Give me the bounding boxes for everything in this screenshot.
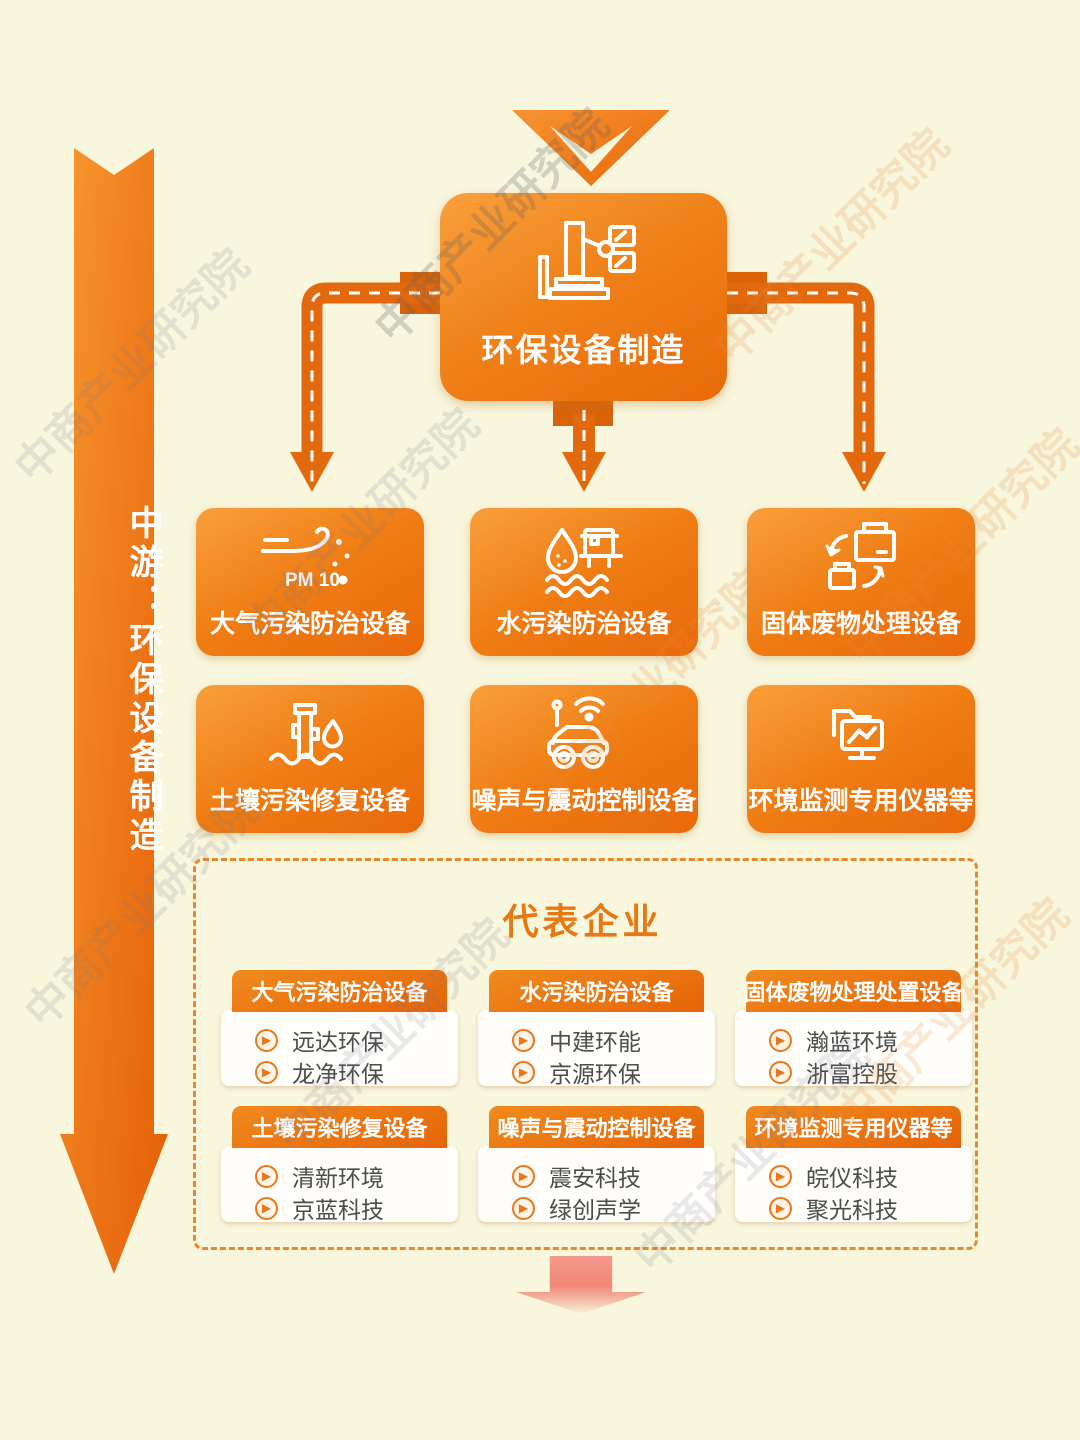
midstream-ribbon-label: 中游：环保设备制造 xyxy=(124,505,162,856)
solid-waste-icon xyxy=(825,522,896,590)
arrow-bullet-icon: ▶ xyxy=(512,1060,535,1084)
svg-text:PM 10: PM 10 xyxy=(285,570,340,591)
list-item: ▶ 龙净环保 xyxy=(255,1056,455,1088)
category-label: 大气污染防治设备 xyxy=(209,610,410,638)
category-label: 土壤污染修复设备 xyxy=(209,787,410,815)
list-item: ▶ 浙富控股 xyxy=(769,1056,969,1088)
wind-pm10-icon: PM 10 xyxy=(261,526,350,591)
arrow-bullet-icon: ▶ xyxy=(255,1060,278,1084)
category-label: 噪声与震动控制设备 xyxy=(471,787,697,815)
list-item: ▶ 京源环保 xyxy=(512,1056,712,1088)
arrow-bullet-icon: ▶ xyxy=(512,1196,535,1220)
company-name: 清新环境 xyxy=(292,1165,384,1191)
arrow-bullet-icon: ▶ xyxy=(255,1028,278,1052)
rep-card-monitoring: 环境监测专用仪器等 ▶ 皖仪科技 ▶ 聚光科技 xyxy=(735,1106,972,1224)
company-name: 震安科技 xyxy=(549,1165,641,1191)
arrow-bullet-icon: ▶ xyxy=(255,1164,278,1188)
rep-card-header: 固体废物处理处置设备 xyxy=(744,970,964,1012)
rep-card-header: 大气污染防治设备 xyxy=(232,970,447,1012)
company-list: ▶ 清新环境 ▶ 京蓝科技 xyxy=(221,1148,455,1224)
company-list: ▶ 皖仪科技 ▶ 聚光科技 xyxy=(735,1148,969,1224)
chevron-down-icon xyxy=(512,110,670,186)
category-box-noise-vibration: 噪声与震动控制设备 xyxy=(470,685,698,833)
category-box-solid-waste: 固体废物处理设备 xyxy=(747,508,975,656)
category-box-monitoring: 环境监测专用仪器等 xyxy=(747,685,975,833)
rep-card-noise: 噪声与震动控制设备 ▶ 震安科技 ▶ 绿创声学 xyxy=(478,1106,715,1224)
list-item: ▶ 中建环能 xyxy=(512,1024,712,1056)
company-list: ▶ 瀚蓝环境 ▶ 浙富控股 xyxy=(735,1012,969,1088)
center-node-equipment-manufacturing: 环保设备制造 xyxy=(440,193,727,401)
list-item: ▶ 京蓝科技 xyxy=(255,1192,455,1224)
rep-card-air: 大气污染防治设备 ▶ 远达环保 ▶ 龙净环保 xyxy=(221,970,458,1088)
flow-connectors xyxy=(290,272,886,492)
noise-robot-icon xyxy=(547,696,609,769)
rep-card-header: 土壤污染修复设备 xyxy=(232,1106,447,1148)
arrow-bullet-icon: ▶ xyxy=(512,1164,535,1188)
company-name: 聚光科技 xyxy=(806,1197,898,1223)
monitoring-instrument-icon xyxy=(832,709,884,760)
company-name: 京蓝科技 xyxy=(292,1197,384,1223)
company-name: 京源环保 xyxy=(549,1061,641,1087)
company-name: 中建环能 xyxy=(549,1029,641,1055)
category-box-water-pollution: 水污染防治设备 xyxy=(470,508,698,656)
company-list: ▶ 远达环保 ▶ 龙净环保 xyxy=(221,1012,455,1088)
category-label: 环境监测专用仪器等 xyxy=(748,787,974,815)
representative-enterprises-title: 代表企业 xyxy=(502,901,663,942)
midstream-ribbon-arrow xyxy=(60,148,168,1274)
rep-card-header: 环境监测专用仪器等 xyxy=(746,1106,961,1148)
rep-card-water: 水污染防治设备 ▶ 中建环能 ▶ 京源环保 xyxy=(478,970,715,1088)
arrow-bullet-icon: ▶ xyxy=(769,1028,792,1052)
machine-arm-icon xyxy=(537,221,636,300)
company-name: 远达环保 xyxy=(292,1029,384,1055)
company-name: 皖仪科技 xyxy=(806,1165,898,1191)
arrow-bullet-icon: ▶ xyxy=(769,1164,792,1188)
center-node-label: 环保设备制造 xyxy=(481,332,686,368)
arrow-bullet-icon: ▶ xyxy=(769,1196,792,1220)
rep-card-solid-waste: 固体废物处理处置设备 ▶ 瀚蓝环境 ▶ 浙富控股 xyxy=(735,970,972,1088)
rep-card-header: 噪声与震动控制设备 xyxy=(489,1106,704,1148)
list-item: ▶ 聚光科技 xyxy=(769,1192,969,1224)
company-name: 龙净环保 xyxy=(292,1061,384,1087)
company-name: 瀚蓝环境 xyxy=(806,1029,898,1055)
company-name: 绿创声学 xyxy=(549,1197,641,1223)
category-label: 水污染防治设备 xyxy=(496,610,672,638)
category-box-air-pollution: PM 10 大气污染防治设备 xyxy=(196,508,424,656)
list-item: ▶ 绿创声学 xyxy=(512,1192,712,1224)
list-item: ▶ 皖仪科技 xyxy=(769,1160,969,1192)
list-item: ▶ 清新环境 xyxy=(255,1160,455,1192)
list-item: ▶ 远达环保 xyxy=(255,1024,455,1056)
rep-card-soil: 土壤污染修复设备 ▶ 清新环境 ▶ 京蓝科技 xyxy=(221,1106,458,1224)
company-list: ▶ 震安科技 ▶ 绿创声学 xyxy=(478,1148,712,1224)
arrow-down-faded-icon xyxy=(516,1256,646,1314)
company-list: ▶ 中建环能 ▶ 京源环保 xyxy=(478,1012,712,1088)
list-item: ▶ 瀚蓝环境 xyxy=(769,1024,969,1056)
arrow-bullet-icon: ▶ xyxy=(255,1196,278,1220)
soil-remediation-icon xyxy=(269,703,343,766)
category-box-soil-remediation: 土壤污染修复设备 xyxy=(196,685,424,833)
arrow-bullet-icon: ▶ xyxy=(769,1060,792,1084)
rep-card-header: 水污染防治设备 xyxy=(489,970,704,1012)
water-treatment-icon xyxy=(545,528,623,598)
arrow-bullet-icon: ▶ xyxy=(512,1028,535,1052)
list-item: ▶ 震安科技 xyxy=(512,1160,712,1192)
category-label: 固体废物处理设备 xyxy=(760,610,961,638)
representative-enterprises-panel xyxy=(193,858,978,1250)
company-name: 浙富控股 xyxy=(806,1061,898,1087)
